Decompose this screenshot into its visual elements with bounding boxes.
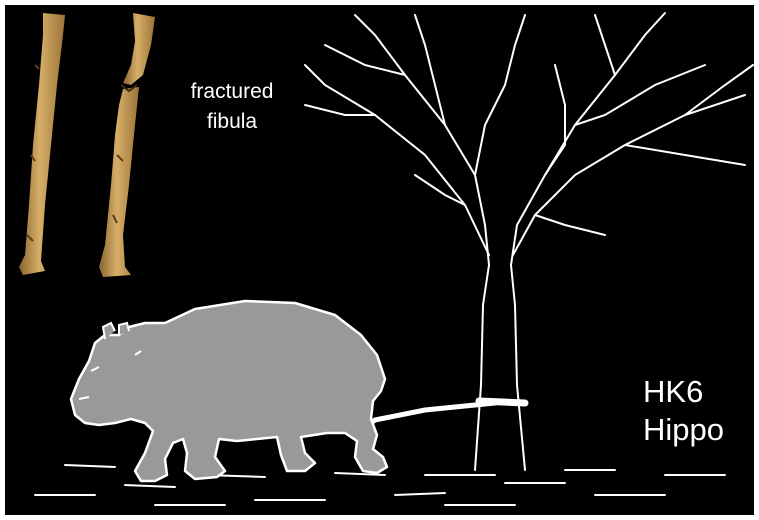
fractured-fibula-photo: [99, 13, 155, 277]
rope: [355, 401, 525, 435]
scene-illustration: [5, 5, 754, 515]
illustration-panel: fractured fibula HK6 Hippo: [5, 5, 754, 515]
specimen-label: HK6 Hippo: [643, 373, 753, 449]
specimen-label-line-2: Hippo: [643, 411, 753, 449]
fractured-fibula-label: fractured fibula: [175, 77, 289, 137]
hippo-drawing: [71, 301, 387, 481]
bone-label-line-1: fractured: [175, 77, 289, 107]
specimen-label-line-1: HK6: [643, 373, 753, 411]
bone-label-line-2: fibula: [175, 107, 289, 137]
intact-fibula-photo: [19, 13, 65, 275]
